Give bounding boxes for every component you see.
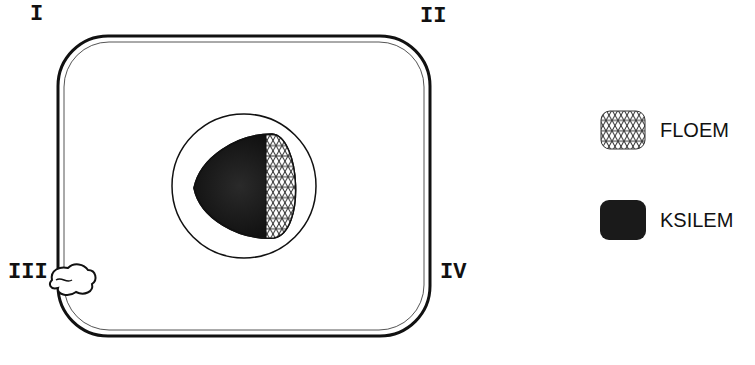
legend-swatch xyxy=(600,200,646,240)
legend-text: FLOEM xyxy=(660,119,729,142)
region-number: I xyxy=(30,4,43,26)
region-number: II xyxy=(420,6,446,28)
legend-text: KSILEM xyxy=(660,209,733,232)
legend-row: KSILEM xyxy=(600,200,733,240)
region-number: III xyxy=(8,262,48,284)
region-number: IV xyxy=(440,262,466,284)
hatch-swatch xyxy=(600,110,646,150)
legend-row: FLOEM xyxy=(600,110,729,150)
